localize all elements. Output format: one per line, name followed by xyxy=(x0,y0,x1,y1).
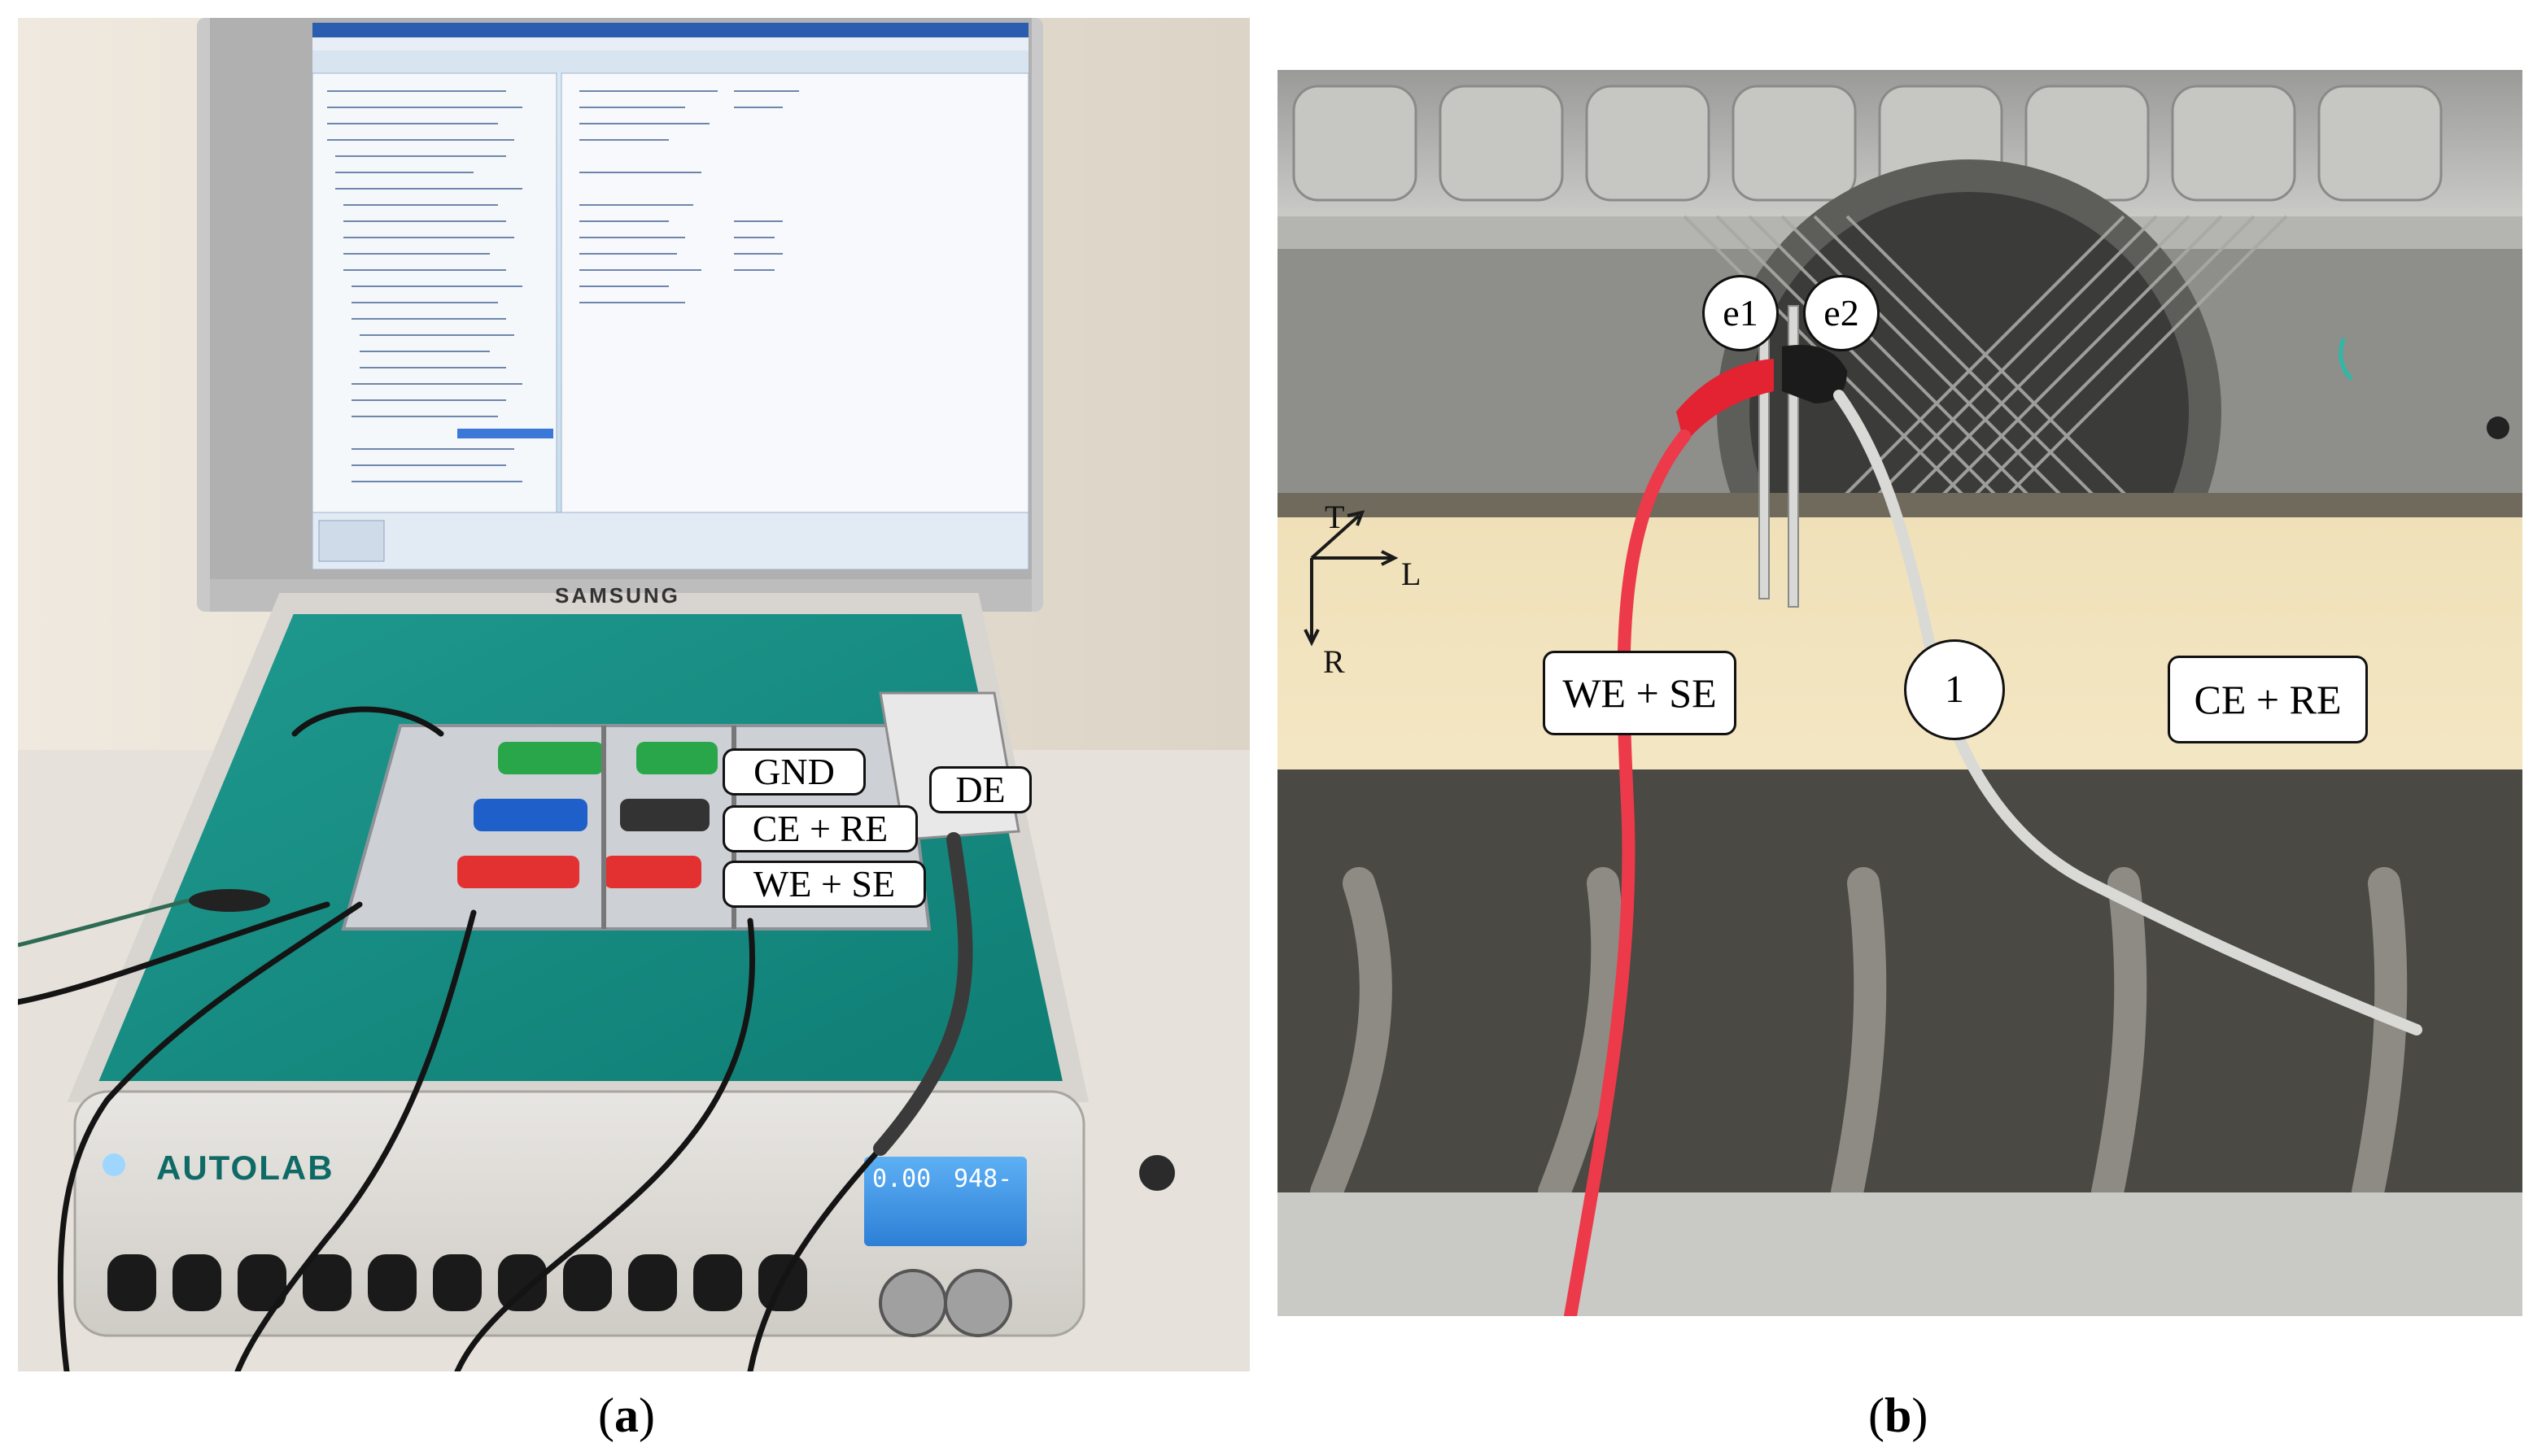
instrument-brand-label: AUTOLAB xyxy=(156,1149,334,1187)
caption-a: (a) xyxy=(598,1388,655,1442)
axis-label-l: L xyxy=(1401,556,1422,592)
we-se-label-b: WE + SE xyxy=(1543,651,1736,735)
ce-re-label-b: CE + RE xyxy=(2168,656,2368,743)
we-se-label: WE + SE xyxy=(723,861,926,908)
photo-panel-a: SAMSUNG AUTOLAB 0.00 948- GND DE CE + RE… xyxy=(18,18,1250,1371)
ce-re-label: CE + RE xyxy=(723,805,918,852)
photo-panel-b: T L R e1 e2 1 WE + SE CE + RE xyxy=(1277,70,2522,1316)
lcd-right-readout: 948- xyxy=(954,1165,1013,1193)
caption-b: (b) xyxy=(1868,1388,1928,1442)
electrode-e2-label: e2 xyxy=(1803,275,1880,351)
specimen-number-label: 1 xyxy=(1904,639,2005,740)
lcd-left-readout: 0.00 xyxy=(872,1165,932,1193)
caption-a-letter: a xyxy=(614,1388,639,1442)
de-label: DE xyxy=(929,766,1032,813)
caption-b-letter: b xyxy=(1884,1388,1912,1442)
photo-specimen-closeup xyxy=(1277,70,2522,1316)
monitor-brand-label: SAMSUNG xyxy=(555,583,680,608)
axis-label-r: R xyxy=(1323,643,1345,680)
electrode-e1-label: e1 xyxy=(1702,275,1779,351)
gnd-label: GND xyxy=(723,748,866,796)
axis-label-t: T xyxy=(1325,499,1345,535)
